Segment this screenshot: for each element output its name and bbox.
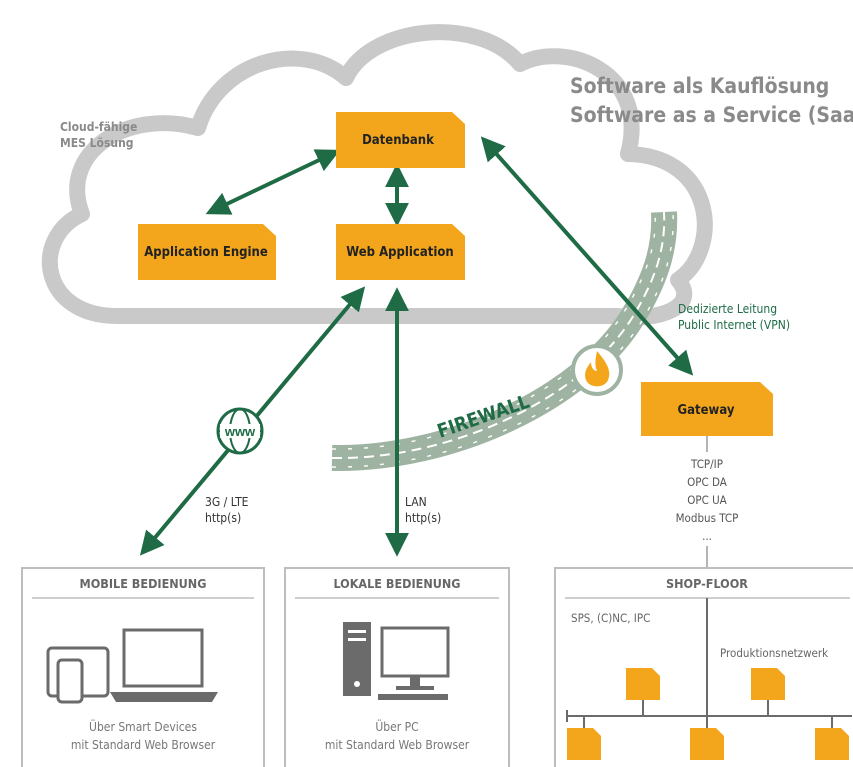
- panel-mobile-caption-1: Über Smart Devices: [89, 718, 197, 734]
- panel-mobile-title: MOBILE BEDIENUNG: [80, 576, 207, 591]
- node-gateway-label: Gateway: [678, 403, 735, 418]
- protocol-item: OPC UA: [687, 493, 727, 507]
- smartphone-icon: [56, 658, 84, 704]
- shopfloor-device: [815, 728, 849, 760]
- node-web-application: Web Application: [336, 224, 465, 280]
- title-line-2: Software as a Service (SaaS): [570, 103, 853, 127]
- lan-label-line-2: http(s): [405, 511, 441, 525]
- lan-label-line-1: LAN: [405, 495, 427, 509]
- panel-local: LOKALE BEDIENUNG Über PC mit Standard We…: [284, 567, 510, 767]
- panel-local-title: LOKALE BEDIENUNG: [333, 576, 460, 591]
- mobile-conn-label-line-1: 3G / LTE: [205, 495, 249, 509]
- panel-shopfloor-title: SHOP-FLOOR: [666, 576, 748, 591]
- shopfloor-network-label: Produktionsnetzwerk: [720, 646, 828, 660]
- vpn-label-line-1: Dedizierte Leitung: [678, 302, 777, 316]
- shopfloor-device: [751, 668, 785, 700]
- cloud-label-line-2: MES Lösung: [60, 136, 133, 150]
- cloud-label-line-1: Cloud-fähige: [60, 120, 137, 134]
- shopfloor-device: [567, 728, 601, 760]
- node-database-label: Datenbank: [362, 133, 434, 148]
- node-web-application-label: Web Application: [346, 245, 453, 260]
- arrow-database-gateway: [480, 136, 694, 376]
- panel-mobile-caption-2: mit Standard Web Browser: [71, 738, 216, 752]
- protocol-item: Modbus TCP: [676, 511, 739, 525]
- www-label: www: [224, 424, 256, 439]
- node-database: Datenbank: [336, 112, 465, 168]
- protocol-item: TCP/IP: [690, 457, 723, 471]
- vpn-label-line-2: Public Internet (VPN): [678, 318, 790, 332]
- monitor-icon: [378, 626, 450, 700]
- protocol-item: OPC DA: [687, 475, 727, 489]
- panel-mobile: MOBILE BEDIENUNG Über Smart Devices mit …: [21, 567, 265, 767]
- panel-local-caption-2: mit Standard Web Browser: [325, 738, 470, 752]
- title-line-1: Software als Kauflösung: [570, 74, 829, 98]
- node-application-engine: Application Engine: [138, 224, 276, 280]
- arrow-database-engine: [205, 149, 341, 215]
- shopfloor-devices-label: SPS, (C)NC, IPC: [571, 611, 650, 625]
- shopfloor-device: [626, 668, 660, 700]
- shopfloor-device: [690, 728, 724, 760]
- laptop-icon: [110, 628, 218, 702]
- panel-local-caption-1: Über PC: [375, 718, 418, 734]
- protocol-list: TCP/IP OPC DA OPC UA Modbus TCP ...: [676, 457, 739, 543]
- node-application-engine-label: Application Engine: [144, 245, 268, 260]
- node-gateway: Gateway: [641, 382, 773, 436]
- www-globe-icon: www: [216, 407, 264, 455]
- panel-shopfloor: SHOP-FLOOR SPS, (C)NC, IPC Produktionsne…: [554, 567, 853, 767]
- pc-tower-icon: [343, 622, 371, 696]
- mobile-conn-label-line-2: http(s): [205, 511, 241, 525]
- protocol-item: ...: [702, 529, 712, 543]
